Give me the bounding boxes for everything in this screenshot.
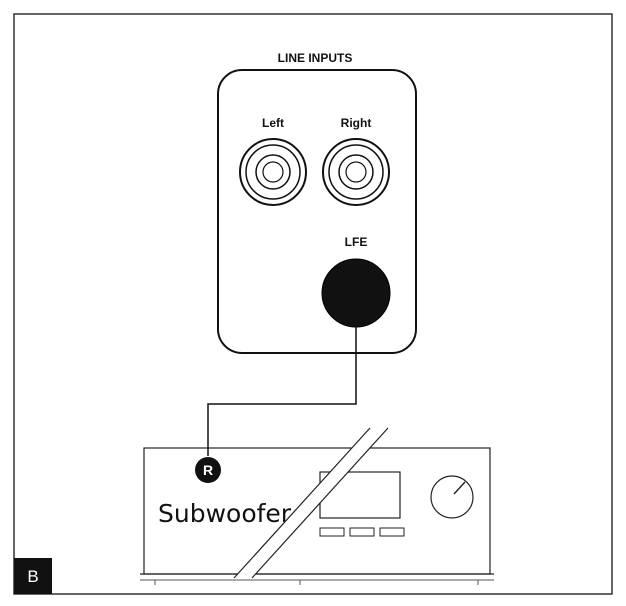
line-inputs-plate: [217, 69, 417, 354]
device-button-2: [349, 527, 375, 537]
subwoofer-name: Subwoofer: [158, 499, 292, 528]
r-input-marker: [195, 457, 221, 483]
device-button-1: [319, 527, 345, 537]
figure-letter: B: [27, 567, 38, 586]
figure-letter-badge: [14, 558, 52, 594]
left-rca-jack: [239, 138, 307, 206]
lfe-label: LFE: [345, 235, 368, 249]
figure-border: [13, 13, 613, 595]
break-line-1: [233, 427, 371, 579]
line-inputs-title: LINE INPUTS: [278, 51, 353, 65]
line-inputs-panel: LINE INPUTS Left Right LFE: [217, 51, 417, 354]
volume-knob-icon: [430, 475, 474, 519]
right-label: Right: [341, 116, 372, 130]
left-label: Left: [262, 116, 284, 130]
break-line-2: [251, 427, 389, 579]
device-button-3: [379, 527, 405, 537]
lfe-cable: [207, 326, 357, 456]
right-rca-jack: [322, 138, 390, 206]
subwoofer-device: R Subwoofer: [140, 427, 494, 585]
lfe-jack: [321, 258, 391, 328]
r-input-label: R: [203, 462, 213, 478]
break-band: [234, 428, 388, 578]
